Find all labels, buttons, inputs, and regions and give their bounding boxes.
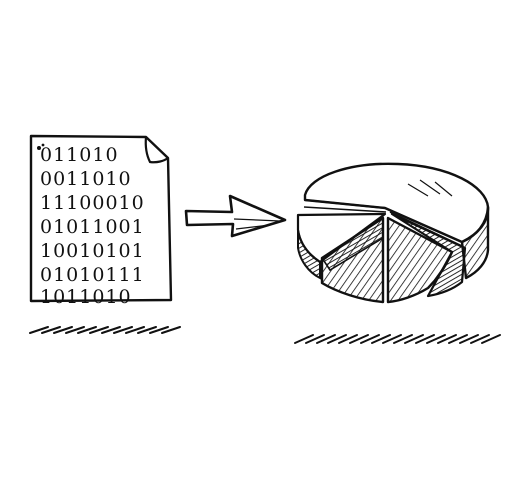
- binary-line-4: 01011001: [40, 216, 145, 238]
- right-arrow-icon: [184, 194, 287, 238]
- binary-document-icon: 011010 0011010 11100010 01011001 1001010…: [29, 134, 173, 308]
- pie-right-side: [460, 205, 490, 280]
- binary-line-3: 11100010: [40, 192, 145, 214]
- document-shadow-lines: [29, 326, 181, 334]
- pie-chart-icon: [296, 162, 490, 304]
- document-page: [29, 134, 173, 303]
- binary-line-6: 01010111: [40, 264, 145, 286]
- binary-line-7: 1011010: [40, 286, 132, 308]
- binary-line-2: 0011010: [40, 168, 132, 190]
- pie-shadow-lines: [294, 334, 501, 344]
- pie-slice-right: [390, 212, 467, 298]
- document-fold: [144, 136, 169, 164]
- binary-line-5: 10010101: [40, 240, 145, 262]
- binary-line-1: 011010: [40, 144, 119, 166]
